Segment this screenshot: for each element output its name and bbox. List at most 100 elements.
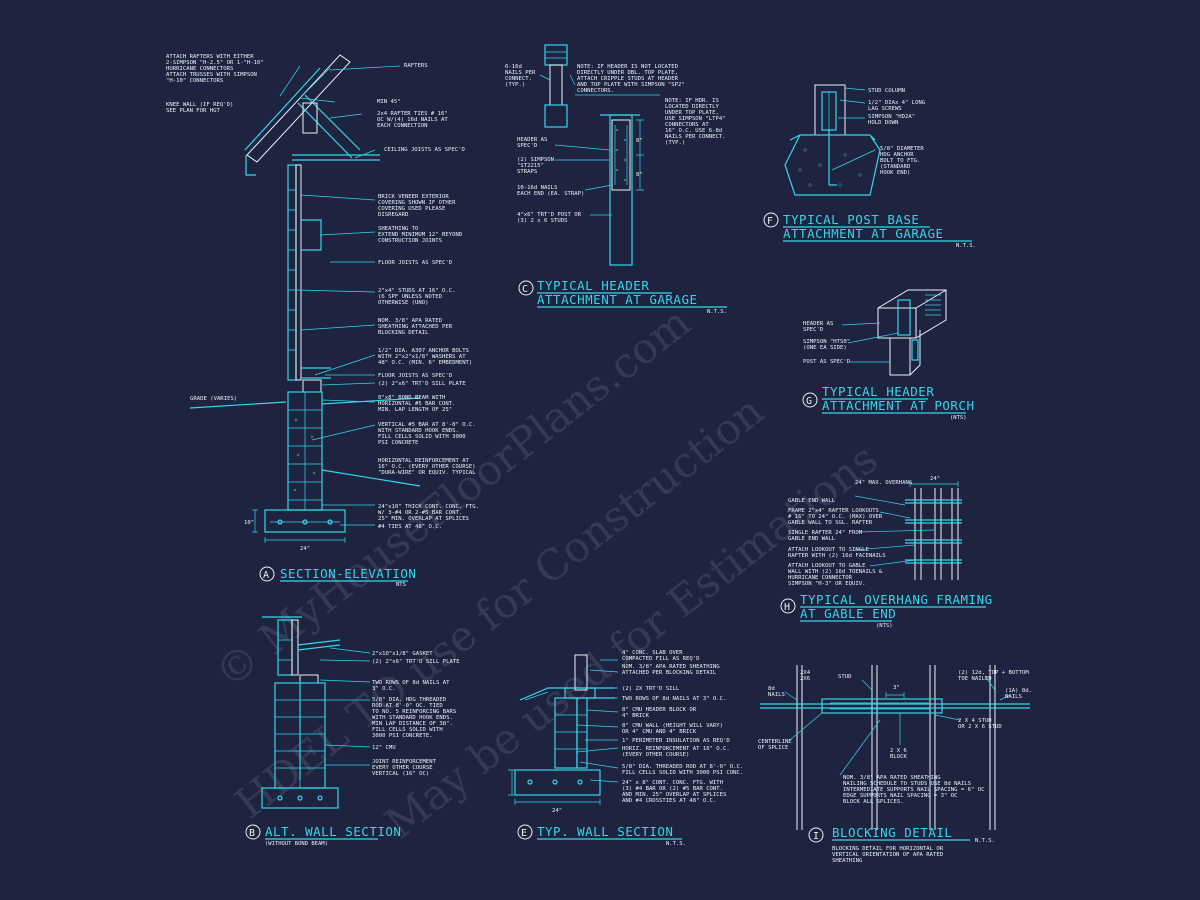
- detail-g-notes: HEADER AS SPEC'D SIMPSON "HTS0" (ONE EA …: [803, 321, 851, 365]
- callout-note: OC W/(4) 16d NAILS AT: [377, 117, 448, 123]
- detail-c-title-line1: TYPICAL HEADER: [537, 278, 649, 293]
- detail-c-header-garage: 8" 8" 6-16d NAILS PER CONNECT. (TYP.) NO…: [505, 44, 727, 315]
- callout-note: (TYP.): [665, 140, 685, 146]
- callout-note: BLOCK: [890, 754, 907, 760]
- detail-i-title: I BLOCKING DETAIL N.T.S. BLOCKING DETAIL…: [808, 825, 995, 864]
- callout-note: (2) SIMPSON: [517, 157, 554, 163]
- detail-c-bubble: [518, 280, 534, 296]
- callout-note: AND #4 CROSSTIES AT 48" O.C.: [622, 798, 716, 804]
- callout-note: 3" O.C.: [372, 686, 396, 692]
- callout-note: 16" O.C. (EVERY OTHER COURSE): [378, 464, 476, 470]
- callout-note: W/ 3-#4 OR 2-#5 BAR CONT.: [378, 510, 462, 516]
- callout-note: NAILS PER: [505, 70, 536, 76]
- callout-note: HORIZONTAL #5 BAR CONT.: [378, 401, 455, 407]
- detail-b-bubble: [245, 824, 261, 840]
- callout-note: SPEC'D: [803, 327, 824, 333]
- callout-note: FILL CELLS SOLID WITH: [372, 727, 443, 733]
- callout-note: EACH CONNECTION: [377, 123, 428, 129]
- callout-note: NAILS: [1005, 694, 1022, 700]
- callout-note: (3) #4 BAR OR (2) #5 BAR CONT.: [622, 786, 723, 792]
- callout-note: 2 X 4 STUD: [958, 718, 992, 724]
- callout-note: RAFTER WITH (2) 16d FACENAILS: [788, 553, 886, 559]
- detail-i-bubble: [808, 827, 824, 843]
- callout-note: GABLE END WALL: [788, 498, 836, 504]
- callout-note: FRAME 2"x4" RAFTER LOOKOUTS: [788, 508, 879, 514]
- callout-note: STRAPS: [517, 169, 537, 175]
- detail-f-notes: STUD COLUMN 1/2" DIAx 4" LONG LAG SCREWS…: [868, 88, 926, 176]
- detail-g-scale: (NTS): [950, 415, 967, 421]
- callout-note: "H-10" CONNECTORS: [166, 78, 223, 84]
- callout-note: USE SIMPSON "LTP4": [665, 116, 726, 122]
- callout-note: ATTACH LOOKOUT TO GABLE: [788, 563, 866, 569]
- detail-f-title-line2: ATTACHMENT AT GARAGE: [783, 226, 944, 241]
- detail-b-letter: B: [249, 828, 255, 839]
- detail-h-overhang-framing: 24" MAX. OVERHANG 24" GABLE END WALL FRA…: [780, 476, 992, 629]
- callout-note: SHEATHING TO: [378, 226, 419, 232]
- detail-h-scale: (NTS): [876, 623, 893, 629]
- callout-note: 4" BRICK: [622, 713, 650, 719]
- callout-note: NAILING SCHEDULE TO STUDS USE 8d NAILS: [843, 781, 971, 787]
- callout-note: EXTEND MINIMUM 12" BEYOND: [378, 232, 463, 238]
- detail-e-typ-wall-section: 4" CONC. SLAB OVER COMPACTED FILL AS REQ…: [508, 650, 743, 847]
- detail-a-title-text: SECTION-ELEVATION: [280, 566, 416, 581]
- callout-note: 6-16d: [505, 64, 522, 70]
- callout-note: DIRECTLY UNDER DBL. TOP PLATE,: [577, 70, 678, 76]
- callout-note: HORIZ. REINFORCEMENT AT 16" O.C.: [622, 746, 730, 752]
- callout-note: BRICK VENEER EXTERIOR: [378, 194, 449, 200]
- callout-note: CONNECTORS AT: [665, 122, 709, 128]
- callout-note: AND MIN. 25" OVERLAP AT SPLICES: [622, 792, 726, 798]
- callout-note: (6 SPF UNLESS NOTED: [378, 294, 443, 300]
- detail-c-notes: 6-16d NAILS PER CONNECT. (TYP.) NOTE: IF…: [505, 64, 726, 224]
- callout-note: SPEC'D: [517, 143, 538, 149]
- callout-note: 5/8" DIA. HDG THREADED: [372, 697, 447, 703]
- callout-note: BLOCK ALL SPLICES.: [843, 799, 904, 805]
- callout-note: (ONE EA SIDE): [803, 345, 847, 351]
- callout-note: WITH STANDARD HOOK ENDS.: [372, 715, 453, 721]
- callout-note: 8" CMU WALL (HEIGHT WILL VARY): [622, 723, 723, 729]
- detail-f-title-line1: TYPICAL POST BASE: [783, 212, 919, 227]
- callout-note: LOCATED DIRECTLY: [665, 104, 720, 110]
- detail-i-subtitle-line3: SHEATHING: [832, 858, 863, 864]
- callout-note: SEE PLAN FOR HGT: [166, 108, 221, 114]
- detail-i-letter: I: [813, 831, 819, 842]
- detail-g-title: G TYPICAL HEADER ATTACHMENT AT PORCH (NT…: [802, 384, 974, 421]
- callout-note: 24" MAX. OVERHANG: [855, 480, 913, 486]
- callout-note: INTERMEDIATE SUPPORTS NAIL SPACING = 6" …: [843, 787, 984, 793]
- callout-note: GRADE (VARIES): [190, 396, 237, 402]
- callout-note: 2X6: [800, 676, 810, 682]
- detail-a-bubble: [259, 566, 275, 582]
- callout-note: BOLT TO FTG.: [880, 158, 920, 164]
- detail-a-notes: ATTACH RAFTERS WITH EITHER 2-SIMPSON "H-…: [166, 54, 479, 552]
- callout-note: WITH 2"x2"x1/8" WASHERS AT: [378, 354, 466, 360]
- detail-f-post-base: STUD COLUMN 1/2" DIAx 4" LONG LAG SCREWS…: [763, 84, 976, 249]
- callout-note: HEADER AS: [517, 137, 547, 143]
- callout-note: EACH END (EA. STRAP): [517, 191, 584, 197]
- callout-note: HORIZONTAL REINFORCEMENT AT: [378, 458, 470, 464]
- detail-i-scale: N.T.S.: [975, 838, 995, 844]
- callout-note: ATTACH CRIPPLE STUDS AT HEADER: [577, 76, 679, 82]
- detail-g-title-line1: TYPICAL HEADER: [822, 384, 934, 399]
- callout-note: OR 2 X 6 STUD: [958, 724, 1002, 730]
- callout-note: NOM. 3/8" APA RATED SHEATHING: [843, 775, 941, 781]
- callout-note: MIN LAP DISTANCE OF 38".: [372, 721, 453, 727]
- callout-note: TWO ROWS OF 8d NAILS AT: [372, 680, 450, 686]
- callout-note: EDGE SUPPORTS NAIL SPACING = 3" OC: [843, 793, 958, 799]
- callout-note: HEADER AS: [803, 321, 833, 327]
- callout-note: (3) 2 x 6 STUDS: [517, 218, 568, 224]
- callout-note: (STANDARD: [880, 164, 911, 170]
- detail-g-bubble: [802, 392, 818, 408]
- callout-note: 3000 PSI CONCRETE.: [372, 733, 433, 739]
- callout-note: FLOOR JOISTS AS SPEC'D: [378, 373, 453, 379]
- callout-note: (1A) 8d.: [1005, 688, 1032, 694]
- detail-a-letter: A: [263, 570, 269, 581]
- callout-note: 25" MIN. OVERLAP AT SPLICES: [378, 516, 469, 522]
- callout-note: 4"x6" TRT'D POST OR: [517, 212, 582, 218]
- callout-note: 24"x10" THICK CONT. CONC. FTG.: [378, 504, 479, 510]
- callout-note: 24": [552, 808, 562, 814]
- detail-b-title: B ALT. WALL SECTION (WITHOUT BOND BEAM): [245, 824, 401, 847]
- callout-note: ROD AT 8'-0" OC. TIED: [372, 703, 443, 709]
- callout-note: 10-16d NAILS: [517, 185, 557, 191]
- detail-h-title-line2: AT GABLE END: [800, 606, 896, 621]
